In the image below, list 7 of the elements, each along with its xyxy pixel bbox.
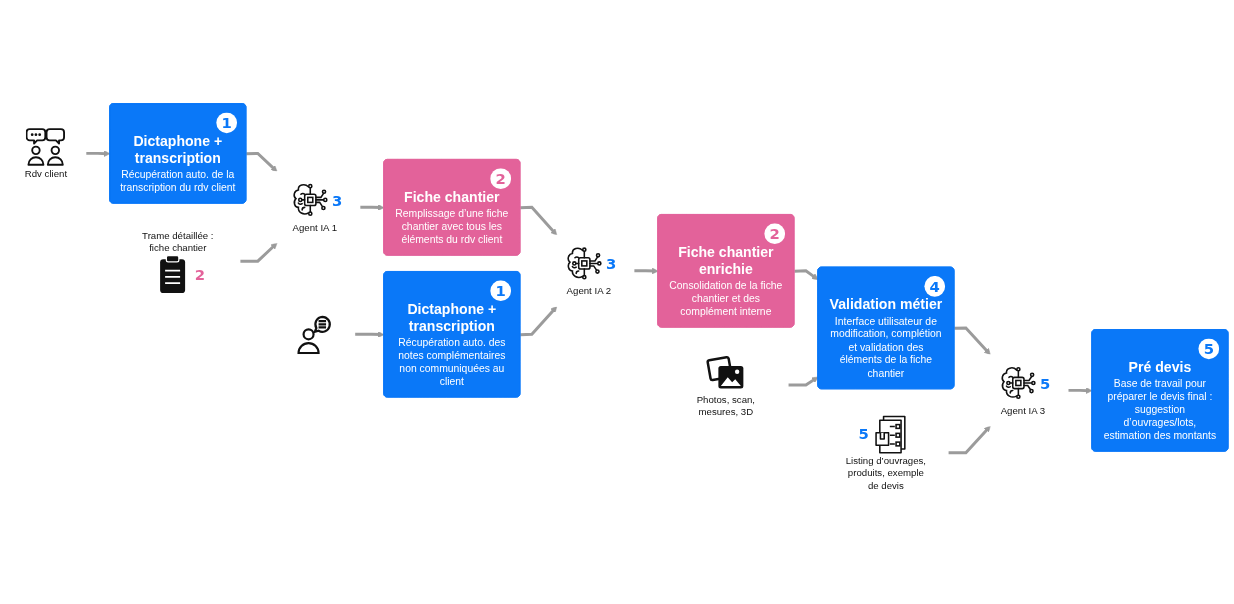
node-text: 5 Listing d’ouvrages, produits, exemple de devis (845, 425, 927, 491)
node-text: 3 Agent IA 2 (566, 255, 617, 297)
node-text: 5 Agent IA 3 (1000, 374, 1051, 417)
node-text: Photos, scan, mesures, 3D (696, 393, 756, 417)
node-text: Trame détaillée : fiche chantier 2 (142, 229, 214, 283)
node-text: 3 Agent IA 1 (292, 191, 343, 234)
node-text: Rdv client (24, 168, 68, 180)
